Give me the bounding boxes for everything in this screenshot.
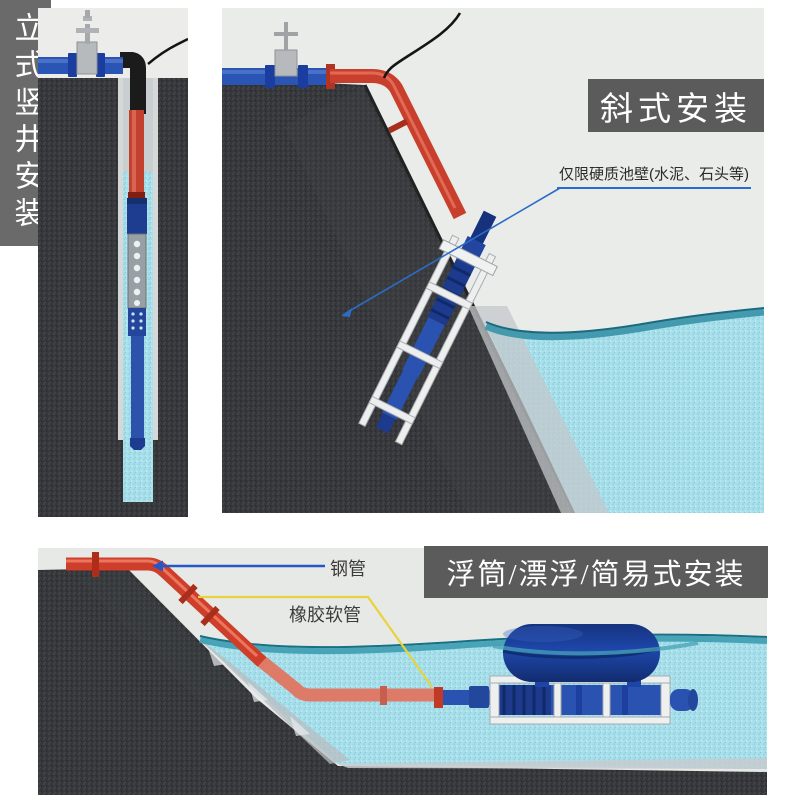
steel-pipe-leader-line	[152, 560, 325, 572]
inclined-illustration	[222, 8, 764, 513]
ground	[38, 78, 188, 517]
submersible-pump	[127, 198, 147, 450]
floating-illustration	[38, 548, 767, 795]
inclined-install-title: 斜式安装	[588, 79, 764, 132]
float-drum	[502, 624, 661, 687]
floating-pump	[489, 675, 698, 725]
power-cable	[147, 37, 188, 65]
panel-inclined	[222, 8, 764, 513]
panel-vertical-well	[38, 8, 188, 517]
elbow-pipe	[120, 52, 146, 114]
valve-icon	[274, 22, 298, 77]
inclined-install-note: 仅限硬质池壁(水泥、石头等)	[557, 163, 751, 189]
hose-leader-line	[198, 595, 433, 688]
riser-pipe	[129, 110, 144, 196]
ground	[222, 78, 575, 513]
valve-icon	[76, 10, 99, 75]
rubber-hose-label: 橡胶软管	[289, 605, 361, 625]
note-leader-line	[341, 187, 561, 317]
power-cable	[382, 12, 462, 79]
rubber-hose	[255, 654, 434, 702]
ground	[38, 568, 767, 795]
concrete-wall	[468, 306, 609, 513]
floating-install-title: 浮筒/漂浮/简易式安装	[424, 546, 768, 598]
steel-pipe-label: 钢管	[330, 559, 366, 579]
panel-floating	[38, 548, 767, 795]
bank-facing	[198, 638, 350, 764]
pump-on-rail	[358, 210, 498, 446]
vertical-well-illustration	[38, 8, 188, 517]
